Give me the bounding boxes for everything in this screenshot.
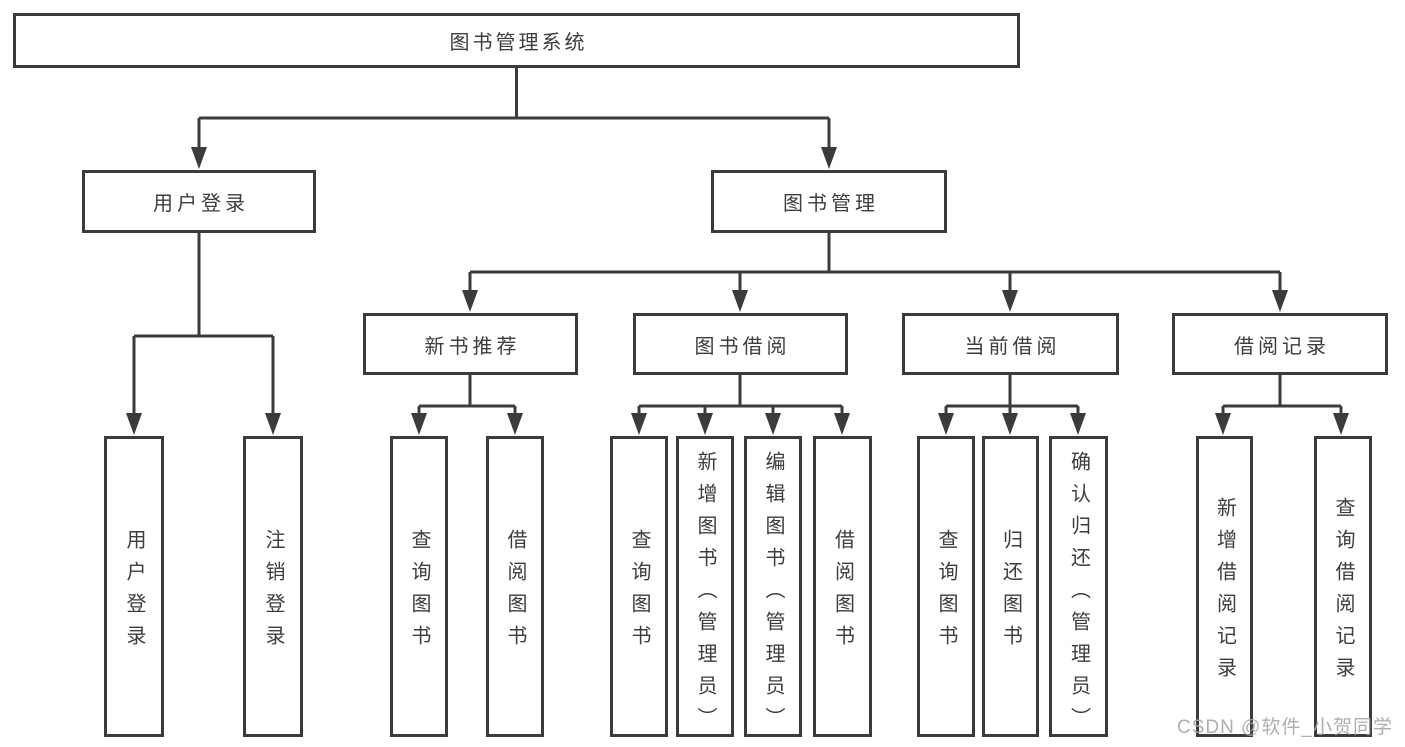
leaf-query-books-current-label: 查询图书 xyxy=(935,528,957,657)
leaf-query-borrow-record: 查询借阅记录 xyxy=(1314,436,1372,737)
leaf-return-books-label: 归还图书 xyxy=(999,528,1022,657)
leaf-add-borrow-record-label: 新增借阅记录 xyxy=(1213,496,1236,689)
node-new-book-recommendation-label: 新书推荐 xyxy=(424,335,521,358)
leaf-add-borrow-record: 新增借阅记录 xyxy=(1196,436,1253,737)
node-book-borrowing: 图书借阅 xyxy=(633,313,848,375)
arrowheads xyxy=(126,147,1349,435)
node-borrowing-records: 借阅记录 xyxy=(1172,313,1388,375)
leaf-borrow-books-borrowing: 借阅图书 xyxy=(813,436,872,737)
leaf-query-books-borrowing: 查询图书 xyxy=(610,436,668,737)
leaf-confirm-return-admin: 确认归还（管理员） xyxy=(1049,436,1108,739)
leaf-confirm-return-admin-label: 确认归还（管理员） xyxy=(1067,451,1090,739)
leaf-borrow-books-recommend-label: 借阅图书 xyxy=(504,528,526,657)
leaf-add-book-admin: 新增图书（管理员） xyxy=(676,436,734,739)
leaf-query-borrow-record-label: 查询借阅记录 xyxy=(1332,496,1354,689)
csdn-watermark: CSDN @软件_小贺同学 xyxy=(1177,717,1393,738)
node-book-borrowing-label: 图书借阅 xyxy=(694,335,791,358)
node-current-borrowing-label: 当前借阅 xyxy=(964,335,1061,358)
node-current-borrowing: 当前借阅 xyxy=(902,313,1119,375)
leaf-user-login-label: 用户登录 xyxy=(123,528,145,657)
node-book-management-label: 图书管理 xyxy=(783,193,879,215)
leaf-query-books-borrowing-label: 查询图书 xyxy=(628,528,650,657)
leaf-logout-label: 注销登录 xyxy=(262,528,284,657)
leaf-query-books-recommend-label: 查询图书 xyxy=(408,528,430,657)
leaf-query-books-current: 查询图书 xyxy=(917,436,975,737)
node-user-login-label: 用户登录 xyxy=(153,193,249,215)
leaf-edit-book-admin-label: 编辑图书（管理员） xyxy=(762,451,784,739)
leaf-logout: 注销登录 xyxy=(243,436,303,737)
leaf-return-books: 归还图书 xyxy=(982,436,1039,737)
node-system: 图书管理系统 xyxy=(13,13,1020,68)
node-user-login: 用户登录 xyxy=(82,170,316,233)
leaf-borrow-books-recommend: 借阅图书 xyxy=(486,436,544,737)
node-system-label: 图书管理系统 xyxy=(449,32,588,54)
node-new-book-recommendation: 新书推荐 xyxy=(363,313,578,375)
leaf-edit-book-admin: 编辑图书（管理员） xyxy=(744,436,802,739)
leaf-query-books-recommend: 查询图书 xyxy=(390,436,448,737)
leaf-add-book-admin-label: 新增图书（管理员） xyxy=(694,451,716,739)
node-book-management: 图书管理 xyxy=(711,170,947,233)
leaf-borrow-books-borrowing-label: 借阅图书 xyxy=(831,528,854,657)
leaf-user-login: 用户登录 xyxy=(104,436,164,737)
node-borrowing-records-label: 借阅记录 xyxy=(1234,335,1330,358)
